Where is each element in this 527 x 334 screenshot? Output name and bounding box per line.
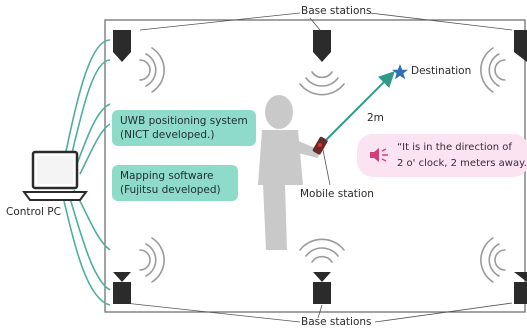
mobile-station-label: Mobile station [300, 188, 374, 200]
base-station-top-left [113, 30, 131, 62]
base-station-top-center [313, 30, 331, 62]
mobile-station-device [312, 136, 328, 155]
speech-line-2: 2 o' clock, 2 meters away.” [397, 157, 527, 169]
uwb-positioning-box: UWB positioning system (NICT developed.) [112, 110, 256, 147]
base-station-bottom-right [514, 272, 527, 304]
speaker-icon [370, 148, 388, 162]
mapping-box-line-1: Mapping software [120, 170, 214, 182]
callout-lines [124, 12, 513, 323]
control-pc-icon [22, 150, 88, 201]
base-station-bottom-left [113, 272, 131, 304]
uwb-box-line-2: (NICT developed.) [120, 129, 215, 142]
base-station-bottom-center [313, 272, 331, 304]
base-station-top-right [514, 30, 527, 62]
base-stations-bottom-label: Base stations [301, 316, 372, 328]
distance-label: 2m [367, 112, 384, 124]
mapping-software-box: Mapping software (Fujitsu developed) [112, 165, 238, 202]
destination-label: Destination [411, 65, 472, 77]
person-silhouette [258, 95, 320, 250]
base-stations-top-label: Base stations [301, 5, 372, 17]
mapping-box-line-2: (Fujitsu developed) [120, 184, 221, 197]
speech-line-1: “It is in the direction of [397, 142, 512, 153]
destination-star-icon [392, 64, 408, 80]
control-pc-label: Control PC [6, 206, 61, 218]
speech-bubble: “It is in the direction of 2 o' clock, 2… [357, 134, 527, 177]
direction-arrow [325, 71, 395, 141]
signal-waves [139, 47, 506, 283]
uwb-box-line-1: UWB positioning system [120, 115, 248, 127]
